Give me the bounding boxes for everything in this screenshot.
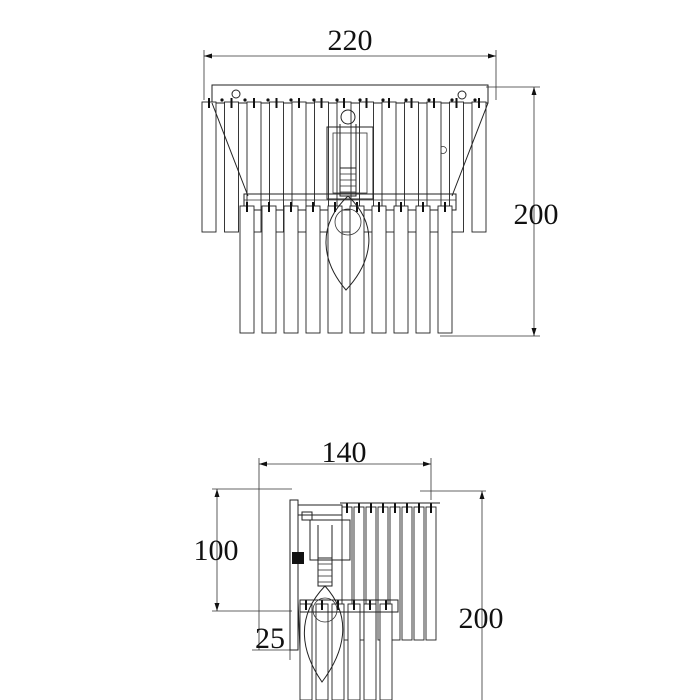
crystal-rod <box>379 603 393 700</box>
side-height-label: 200 <box>459 602 504 635</box>
rod-clip <box>275 98 278 108</box>
crystal-rod <box>239 205 255 334</box>
rod-clip <box>334 202 336 212</box>
crystal-rod <box>347 603 361 700</box>
front-bulb-assembly <box>325 109 374 291</box>
rod-clip <box>305 600 307 610</box>
rod-clip <box>382 503 384 513</box>
rod-clip <box>418 503 420 513</box>
rod-clip <box>358 503 360 513</box>
rod-clip <box>346 503 348 513</box>
crystal-rod <box>363 603 377 700</box>
hook-dot <box>220 98 224 102</box>
rod-clip <box>422 202 424 212</box>
crystal-rod <box>261 205 277 334</box>
crystal-rod <box>471 101 487 233</box>
front-upper-crystal-rods <box>201 98 487 233</box>
rod-clip <box>400 202 402 212</box>
rod-clip <box>208 98 210 108</box>
side-backplate-dimension: 100 <box>194 488 292 612</box>
front-width-dimension: 220 <box>203 24 497 100</box>
rod-clip <box>430 503 432 513</box>
rod-clip <box>343 98 345 108</box>
rod-clip <box>433 98 435 108</box>
rod-clip <box>230 98 233 108</box>
crystal-rod <box>401 506 413 641</box>
side-bulb-assembly <box>304 519 351 683</box>
rod-clip <box>406 503 408 513</box>
rod-clip <box>444 202 446 212</box>
crystal-rod <box>201 101 217 233</box>
side-offset-dimension: 25 <box>252 500 291 660</box>
rod-clip <box>290 202 292 212</box>
rod-clip <box>268 202 270 212</box>
side-view: 140 100 25 200 <box>194 436 504 700</box>
hook-dot <box>243 98 247 102</box>
rod-clip <box>246 202 248 212</box>
rod-clip <box>298 98 300 108</box>
rod-clip <box>253 98 255 108</box>
rod-clip <box>312 202 314 212</box>
rod-clip <box>455 98 458 108</box>
rod-clip <box>385 600 387 610</box>
hook-dot <box>289 98 293 102</box>
rod-clip <box>478 98 480 108</box>
front-height-label: 200 <box>514 198 559 231</box>
rod-clip <box>378 202 380 212</box>
rod-clip <box>353 600 355 610</box>
crystal-rod <box>437 205 453 334</box>
hook-dot <box>450 98 454 102</box>
side-lower-crystal-rods <box>299 600 393 700</box>
hook-dot <box>312 98 316 102</box>
rod-clip <box>394 503 396 513</box>
crystal-rod <box>413 506 425 641</box>
crystal-rod <box>305 205 321 334</box>
crystal-rod <box>349 205 365 334</box>
crystal-rod <box>371 205 387 334</box>
hook-dot <box>358 98 362 102</box>
front-width-label: 220 <box>328 24 373 57</box>
crystal-rod <box>415 205 431 334</box>
rod-clip <box>410 98 413 108</box>
crystal-rod <box>315 603 329 700</box>
side-frames <box>299 502 440 613</box>
side-height-dimension: 200 <box>420 490 504 700</box>
crystal-rod <box>393 205 409 334</box>
hook-dot <box>266 98 270 102</box>
hook-dot <box>473 98 477 102</box>
side-backplate-label: 100 <box>194 534 239 567</box>
rod-clip <box>370 503 372 513</box>
rod-clip <box>388 98 390 108</box>
hook-dot <box>404 98 408 102</box>
rod-clip <box>321 600 323 610</box>
front-view: 220 200 <box>201 24 559 337</box>
rod-clip <box>356 202 358 212</box>
side-offset-label: 25 <box>255 622 285 655</box>
hook-dot <box>335 98 339 102</box>
rod-clip <box>365 98 368 108</box>
side-width-label: 140 <box>322 436 367 469</box>
hook-dot <box>427 98 431 102</box>
side-width-dimension: 140 <box>258 436 432 650</box>
crystal-rod <box>425 506 437 641</box>
crystal-rod <box>283 205 299 334</box>
hook-dot <box>381 98 385 102</box>
rod-clip <box>369 600 371 610</box>
front-lower-crystal-rods <box>239 202 453 334</box>
rod-clip <box>320 98 323 108</box>
front-height-dimension: 200 <box>440 86 559 337</box>
